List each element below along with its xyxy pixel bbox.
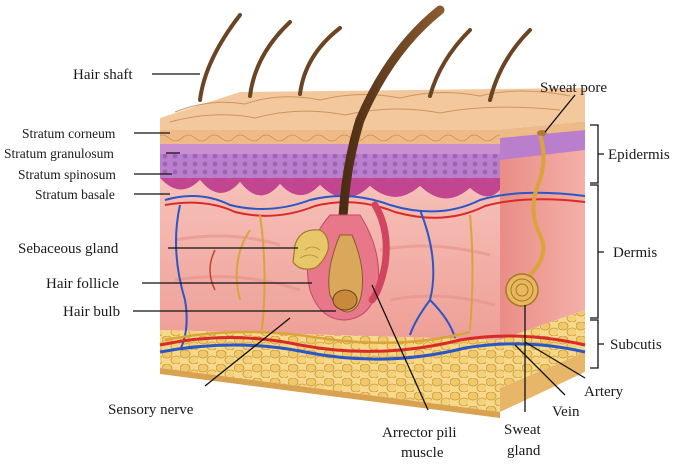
label-arrector-pili-2: muscle — [401, 445, 444, 461]
label-sensory-nerve: Sensory nerve — [108, 402, 194, 418]
label-epidermis: Epidermis — [608, 147, 670, 163]
label-arrector-pili-1: Arrector pili — [382, 425, 457, 441]
label-dermis: Dermis — [613, 245, 657, 261]
label-sweat-gland-1: Sweat — [504, 422, 541, 438]
label-hair-shaft: Hair shaft — [73, 67, 133, 83]
label-stratum-basale: Stratum basale — [35, 187, 115, 202]
label-sweat-pore: Sweat pore — [540, 80, 607, 96]
hair-bulb-shape — [333, 290, 357, 310]
layer-braces — [590, 125, 604, 368]
label-vein: Vein — [552, 404, 580, 420]
stratum-granulosum-layer — [160, 144, 500, 154]
label-sweat-gland-2: gland — [507, 443, 541, 459]
label-hair-follicle: Hair follicle — [46, 276, 119, 292]
stratum-corneum-layer — [160, 130, 500, 144]
label-hair-bulb: Hair bulb — [63, 304, 120, 320]
label-stratum-spinosum: Stratum spinosum — [18, 167, 116, 182]
label-subcutis: Subcutis — [610, 337, 662, 353]
label-stratum-corneum: Stratum corneum — [22, 126, 116, 141]
label-sebaceous-gland: Sebaceous gland — [18, 241, 119, 257]
stratum-spinosum-layer — [160, 154, 500, 178]
label-stratum-granulosum: Stratum granulosum — [4, 146, 114, 161]
label-artery: Artery — [584, 384, 624, 400]
